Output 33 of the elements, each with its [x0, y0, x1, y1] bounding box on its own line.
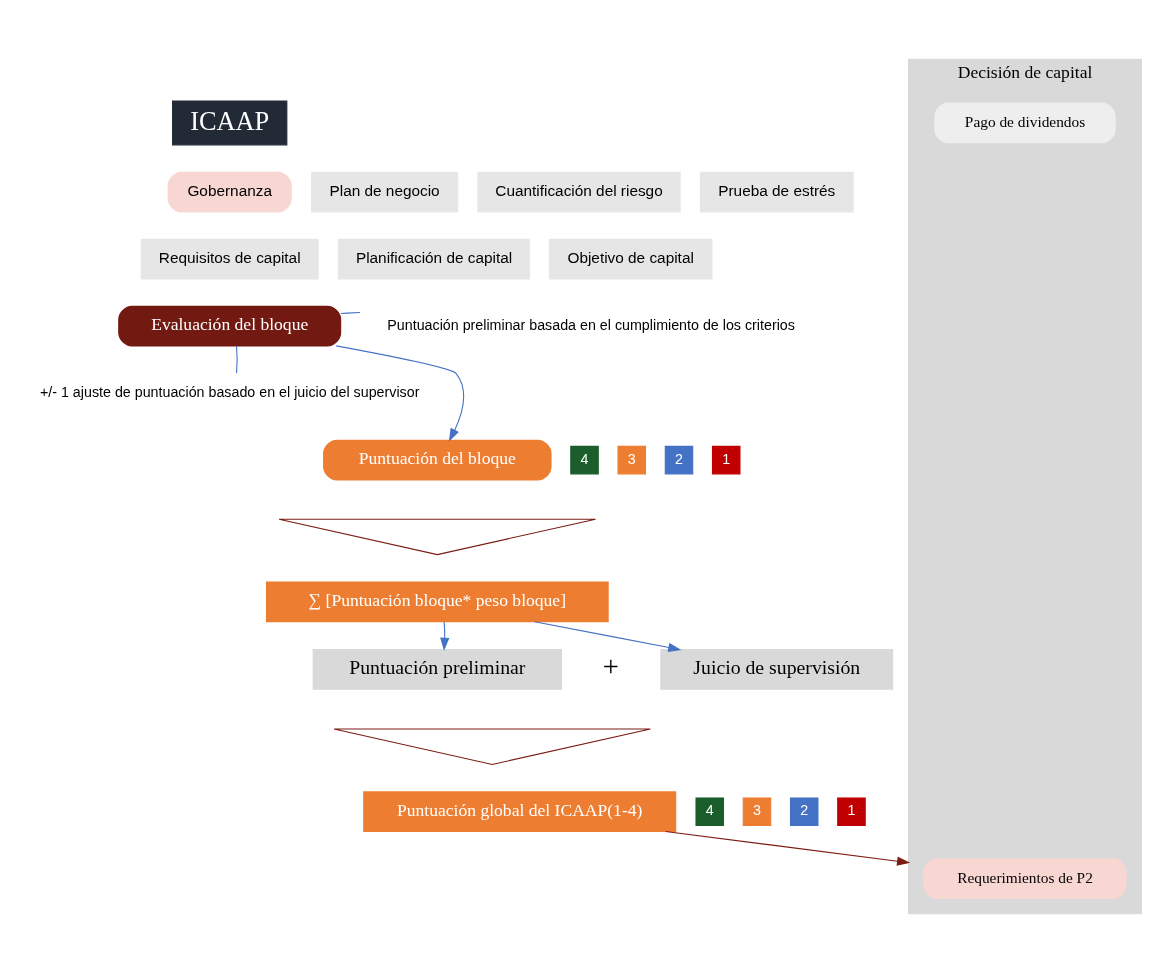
node-box: Requerimientos de P2 — [923, 857, 1127, 899]
node-box: 2 — [789, 796, 819, 826]
arrow — [664, 830, 911, 866]
node-box: Gobernanza — [167, 171, 292, 212]
connector — [340, 311, 361, 314]
node-box: Cuantificación del riesgo — [477, 171, 681, 212]
node-box: Plan de negocio — [311, 171, 459, 212]
node-box: Juicio de supervisión — [660, 648, 894, 690]
node-triangle — [333, 727, 651, 765]
node-box: 3 — [742, 796, 772, 826]
node-box: 2 — [664, 445, 694, 474]
node-box: 4 — [570, 445, 599, 474]
node-box: Objetivo de capital — [548, 238, 713, 279]
node-box: 3 — [617, 445, 647, 474]
node-box: 1 — [711, 445, 741, 474]
node-box: ∑ [Puntuación bloque* peso bloque] — [265, 581, 609, 622]
arrow — [534, 620, 682, 652]
node-text: Puntuación preliminar basada en el cumplimiento de los criterios — [387, 316, 795, 333]
node-box: Requisitos de capital — [140, 238, 319, 279]
node-box: Prueba de estrés — [699, 171, 854, 212]
node-box: 4 — [695, 796, 725, 826]
arrow — [335, 344, 465, 442]
node-box: Puntuación preliminar — [312, 648, 562, 690]
node-box: Puntuación del bloque — [323, 439, 552, 480]
label: + — [602, 650, 619, 682]
node-box: 1 — [837, 796, 866, 826]
node-box: Puntuación global del ICAAP(1-4) — [363, 790, 677, 832]
connector — [235, 344, 238, 374]
node-box: Planificación de capital — [337, 238, 531, 279]
node-box: Evaluación del bloque — [118, 305, 342, 346]
node-text: +/- 1 ajuste de puntuación basado en el juicio del supervisor — [39, 383, 420, 400]
node-triangle — [278, 518, 597, 555]
node-box: ICAAP — [172, 99, 288, 145]
